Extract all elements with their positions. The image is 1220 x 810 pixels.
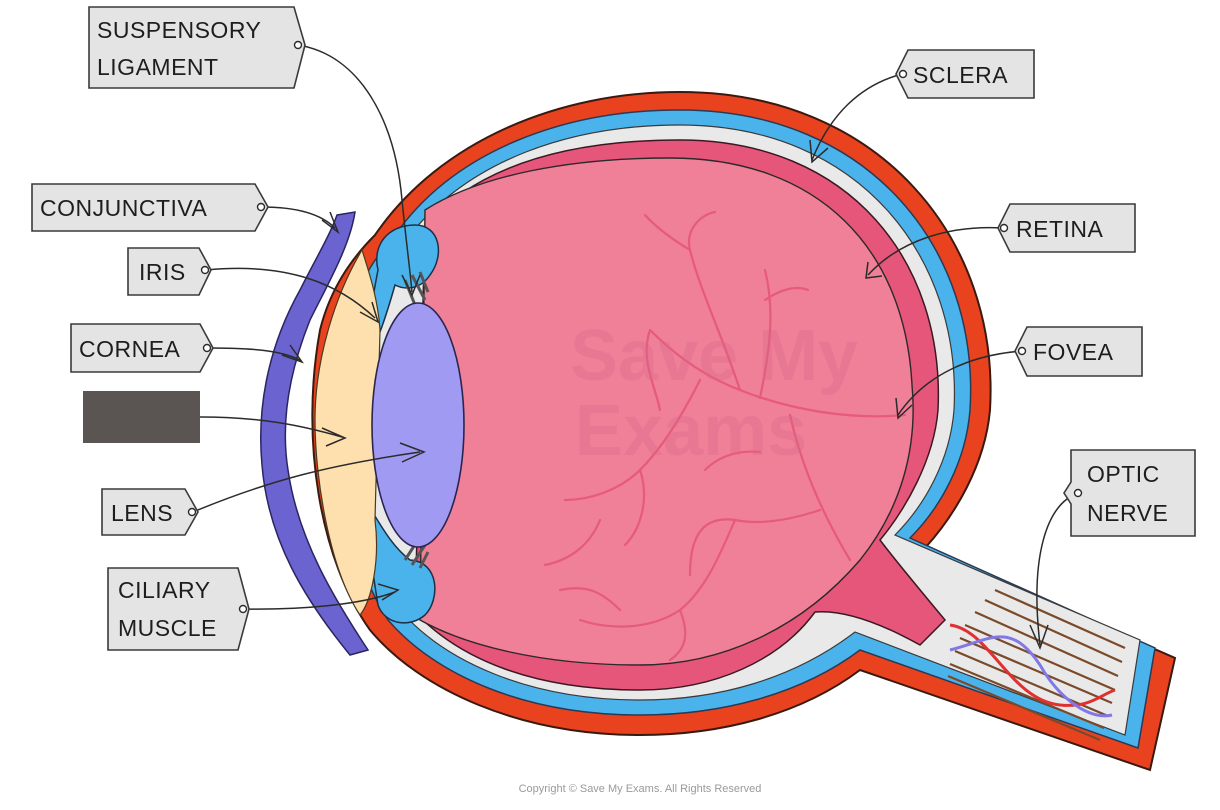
eyeball: Save My Exams bbox=[259, 90, 1177, 772]
label-optic-nerve: OPTIC NERVE bbox=[1063, 449, 1196, 537]
blood-vessels bbox=[543, 210, 907, 662]
label-ciliary-muscle-line1: CILIARY bbox=[118, 577, 211, 603]
label-sclera: SCLERA bbox=[895, 49, 1035, 99]
arrowheads bbox=[281, 139, 1049, 651]
copyright-text: Copyright © Save My Exams. All Rights Re… bbox=[519, 783, 762, 795]
label-fovea-text: FOVEA bbox=[1033, 339, 1114, 365]
label-retina-text: RETINA bbox=[1016, 216, 1104, 242]
label-conjunctiva: CONJUNCTIVA bbox=[31, 183, 269, 232]
label-ciliary-muscle-line2: MUSCLE bbox=[118, 615, 217, 641]
label-suspensory-ligament-line2: LIGAMENT bbox=[97, 54, 219, 80]
label-retina: RETINA bbox=[997, 203, 1136, 253]
aqueous-humour bbox=[314, 248, 381, 617]
label-conjunctiva-text: CONJUNCTIVA bbox=[40, 195, 208, 221]
vitreous-humour bbox=[419, 157, 914, 666]
label-suspensory-ligament: SUSPENSORY LIGAMENT bbox=[88, 6, 306, 89]
label-iris: IRIS bbox=[127, 247, 212, 296]
lens-shape bbox=[371, 302, 465, 548]
label-cornea-text: CORNEA bbox=[79, 336, 181, 362]
optic-nerve-fibres bbox=[947, 588, 1126, 742]
label-optic-nerve-line2: NERVE bbox=[1087, 500, 1168, 526]
watermark-line-2: Exams bbox=[575, 391, 807, 471]
label-iris-text: IRIS bbox=[139, 259, 186, 285]
label-fovea: FOVEA bbox=[1014, 326, 1143, 377]
label-lens-text: LENS bbox=[111, 500, 173, 526]
label-suspensory-ligament-line1: SUSPENSORY bbox=[97, 17, 261, 43]
label-lens: LENS bbox=[101, 488, 199, 536]
label-optic-nerve-line1: OPTIC bbox=[1087, 461, 1160, 487]
conjunctiva-layer bbox=[259, 211, 370, 656]
label-cornea: CORNEA bbox=[70, 323, 214, 373]
redacted-label-box bbox=[83, 391, 200, 443]
leader-lines bbox=[192, 44, 1079, 646]
label-ciliary-muscle: CILIARY MUSCLE bbox=[107, 567, 250, 651]
watermark-line-1: Save My bbox=[570, 316, 858, 396]
label-sclera-text: SCLERA bbox=[913, 62, 1008, 88]
